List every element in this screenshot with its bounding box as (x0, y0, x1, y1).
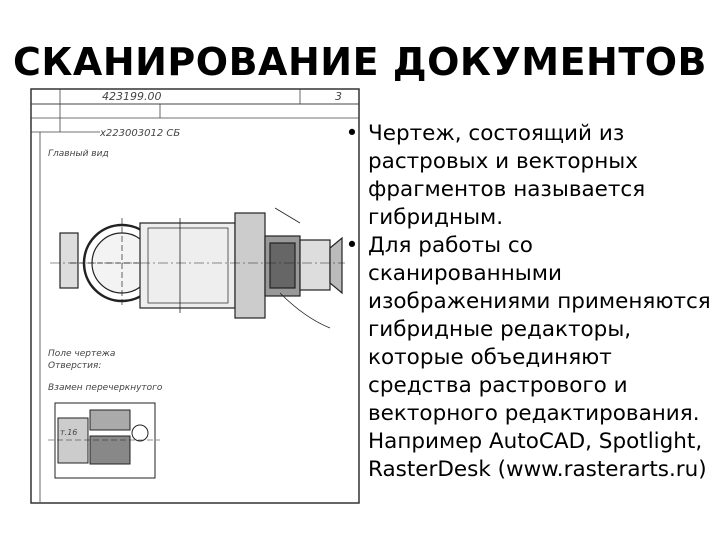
bullet-item: • Для работы со сканированными изображен… (340, 232, 712, 484)
note-line-2: Отверстия: (48, 361, 101, 371)
section-label: Взамен перечеркнутого (48, 383, 163, 393)
dimension-label: т.16 (60, 428, 77, 437)
bullet-text: Чертеж, состоящий из растровых и векторн… (368, 121, 646, 230)
part-number: х223003012 СБ (99, 128, 180, 139)
bullet-marker: • (345, 233, 359, 258)
stamp-sheet: 3 (335, 90, 342, 103)
stamp-number: 423199.00 (102, 90, 162, 103)
note-line-1: Поле чертежа (48, 349, 115, 359)
slide-title: СКАНИРОВАНИЕ ДОКУМЕНТОВ (12, 40, 708, 84)
section-detail (48, 402, 160, 479)
bullet-item: • Чертеж, состоящий из растровых и векто… (340, 120, 712, 232)
bullet-list: • Чертеж, состоящий из растровых и векто… (340, 120, 712, 484)
main-view-label: Главный вид (48, 149, 109, 159)
bullet-marker: • (345, 121, 359, 146)
assembly-view (50, 207, 345, 329)
scanned-drawing-image: 423199.00 3 х223003012 СБ Главный вид (30, 88, 360, 504)
bullet-text: Для работы со сканированными изображения… (368, 233, 711, 482)
